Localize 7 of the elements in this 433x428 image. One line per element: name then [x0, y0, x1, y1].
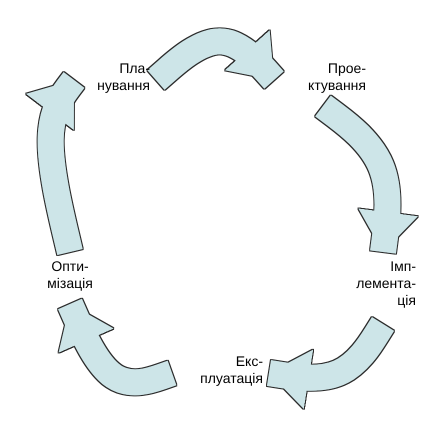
- curved-block-arrow: [58, 298, 176, 396]
- stage-label: Екс- плуатація: [178, 353, 263, 387]
- curved-block-arrow: [26, 72, 84, 255]
- stage-label: Пла- нування: [80, 60, 150, 94]
- stage-label: Імп- лемента- ція: [350, 258, 416, 309]
- stage-label: Опти- мізація: [40, 258, 100, 292]
- stage-label: Проe- ктування: [280, 60, 366, 94]
